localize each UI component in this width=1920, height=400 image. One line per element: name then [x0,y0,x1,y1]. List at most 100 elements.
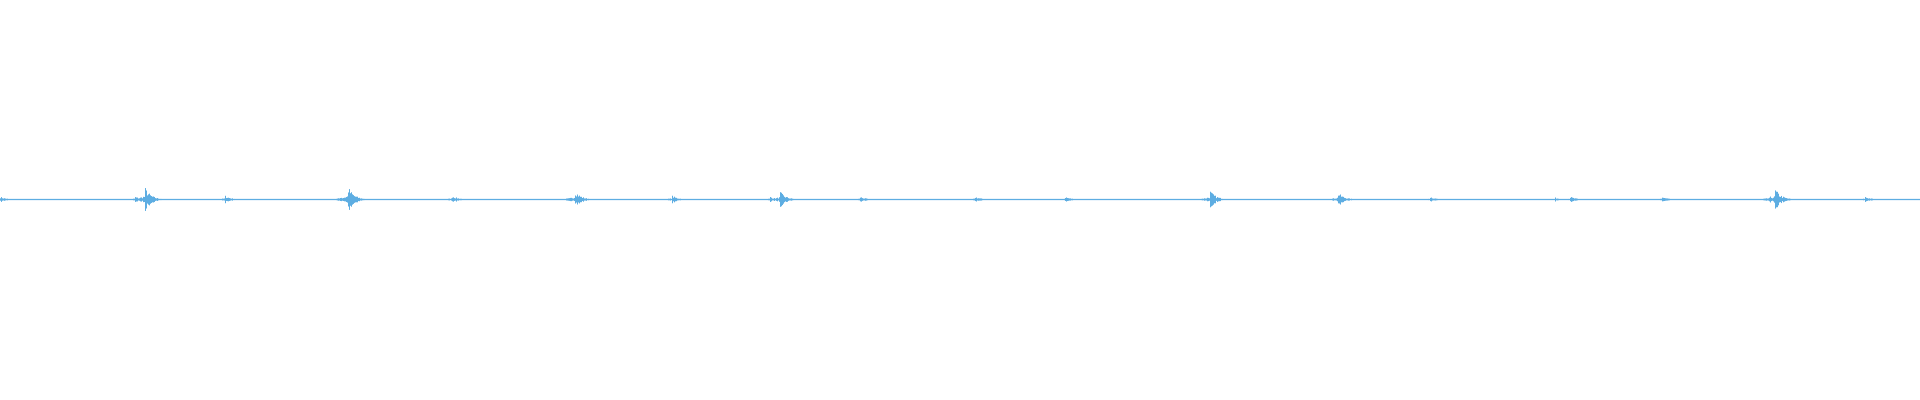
waveform-sample [1556,198,1557,201]
waveform-sample [1346,198,1347,201]
waveform-sample [1771,197,1772,202]
waveform-sample [1213,194,1214,205]
waveform-sample [581,196,582,203]
waveform-sample [1866,197,1867,202]
waveform-sample [669,198,670,201]
waveform-sample [787,197,788,202]
waveform-sample [681,199,682,200]
waveform-sample [145,188,146,211]
waveform-bars [0,188,1920,211]
waveform-sample [668,198,669,201]
waveform-sample [229,198,230,201]
waveform-sample [1435,198,1436,201]
waveform-sample [148,194,149,205]
waveform-sample [1214,195,1215,204]
waveform-sample [1210,191,1211,208]
waveform-sample [577,194,578,205]
waveform-sample [1769,197,1770,202]
waveform-sample [1867,198,1868,201]
waveform-sample [1337,197,1338,202]
waveform-sample [1764,198,1765,201]
waveform-sample [1208,197,1209,202]
waveform-sample [589,199,590,200]
waveform-sample [1432,198,1433,201]
waveform-sample [1349,198,1350,201]
waveform-sample [3,198,4,201]
waveform-sample [5,198,6,201]
waveform-sample [1211,192,1212,207]
waveform-sample [769,198,770,201]
waveform-sample [1766,198,1767,201]
waveform-sample [976,197,977,202]
waveform-sample [1212,193,1213,206]
waveform-sample [576,196,577,203]
waveform-sample [1064,198,1065,201]
waveform-sample [134,198,135,201]
waveform-sample [1772,198,1773,201]
waveform-sample [1569,199,1570,200]
waveform-sample [1350,199,1351,200]
waveform-sample [1345,198,1346,201]
waveform-sample [676,197,677,202]
waveform-sample [1433,198,1434,201]
waveform-sample [155,198,156,201]
waveform-sample [1870,198,1871,201]
waveform-sample [1341,196,1342,203]
waveform-sample [1204,198,1205,201]
waveform-sample [1785,197,1786,202]
waveform-sample [776,198,777,201]
waveform-sample [783,195,784,204]
waveform-sample [1667,198,1668,201]
waveform-sample [587,198,588,201]
waveform-sample [353,195,354,204]
waveform-sample [571,197,572,202]
waveform-sample [1223,199,1224,200]
waveform-sample [1773,197,1774,202]
waveform-sample [675,197,676,202]
waveform-sample [859,198,860,201]
waveform-sample [450,198,451,201]
waveform-sample [1333,198,1334,201]
waveform-sample [568,198,569,201]
waveform-sample [337,198,338,201]
waveform-sample [348,192,349,207]
waveform-sample [1209,198,1210,201]
waveform-sample [151,196,152,203]
waveform-sample [670,198,671,201]
waveform-sample [1666,198,1667,201]
waveform-sample [1574,198,1575,201]
waveform-sample [1431,197,1432,202]
waveform-sample [771,197,772,202]
waveform-sample [149,193,150,206]
waveform-sample [150,195,151,204]
waveform-sample [1871,198,1872,201]
waveform-sample [1783,196,1784,203]
waveform-sample [228,197,229,202]
waveform-sample [578,196,579,203]
waveform-sample [1864,198,1865,201]
waveform-sample [865,198,866,201]
waveform-sample [572,198,573,201]
waveform-sample [565,199,566,200]
waveform-sample [144,196,145,203]
waveform-sample [974,198,975,201]
waveform-sample [567,198,568,201]
waveform-sample [230,198,231,201]
waveform-sample [582,197,583,202]
waveform-sample [1340,194,1341,205]
waveform-sample [161,198,162,201]
waveform-sample [359,197,360,202]
waveform-sample [347,196,348,203]
waveform-sample [153,196,154,203]
waveform-sample [1063,199,1064,200]
waveform-sample [136,197,137,202]
waveform-sample [1336,198,1337,201]
waveform-sample [1429,199,1430,200]
waveform-sample [982,198,983,201]
waveform-sample [573,198,574,201]
waveform-sample [862,198,863,201]
waveform-sample [226,198,227,201]
waveform-sample [781,192,782,207]
waveform-sample [1786,198,1787,201]
waveform-sample [1660,198,1661,201]
